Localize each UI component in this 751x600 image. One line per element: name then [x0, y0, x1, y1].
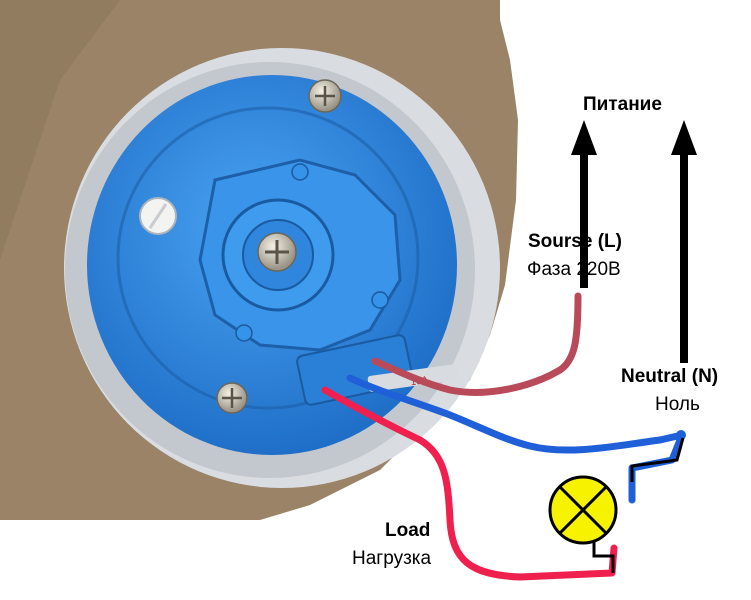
face-nub-1	[291, 163, 309, 181]
neutral-terminal-dot	[676, 430, 686, 440]
lamp-top-lead	[630, 437, 685, 482]
source-title-label: Sourse (L)	[528, 231, 622, 252]
phase-wire	[371, 292, 582, 396]
neutral-wire	[346, 374, 686, 504]
source-subtitle-label: Фаза 220В	[527, 259, 621, 280]
photo-relay-device: 10A	[64, 48, 500, 488]
device-inner-ring	[116, 106, 420, 410]
sensor-window-slot	[148, 203, 168, 229]
load-subtitle-label: Нагрузка	[352, 548, 432, 569]
face-nub-3	[371, 291, 389, 309]
neutral-subtitle-label: Ноль	[655, 394, 700, 415]
top-screw-slot	[315, 86, 335, 106]
face-nub-2	[235, 324, 253, 342]
cardboard-shadow	[0, 0, 120, 260]
bottom-screw-slot	[222, 388, 242, 408]
source-arrow-icon	[571, 120, 597, 288]
neutral-arrow-icon	[671, 120, 697, 363]
lamp-icon	[548, 475, 618, 545]
load-wire	[321, 386, 618, 581]
lamp-bottom-lead	[592, 540, 615, 573]
supply-label: Питание	[583, 94, 662, 115]
neutral-title-label: Neutral (N)	[621, 366, 719, 387]
center-screw-slot	[265, 240, 289, 264]
load-title-label: Load	[385, 520, 431, 541]
